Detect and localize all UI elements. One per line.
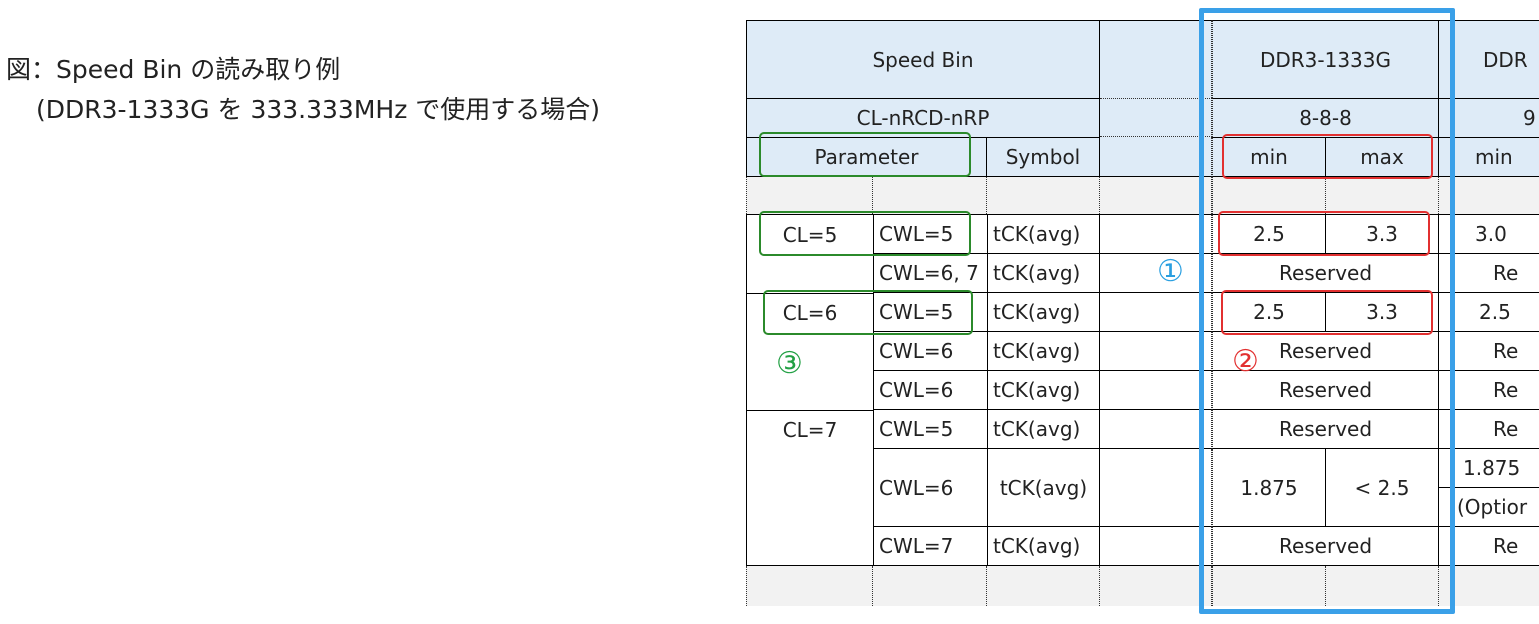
speed-bin-header: Speed Bin <box>746 20 1100 98</box>
min-header: min <box>1212 137 1326 177</box>
next-value-note: (Optior <box>1439 488 1539 527</box>
max-value: < 2.5 <box>1326 449 1439 527</box>
blank-header-cell-2 <box>1100 98 1212 137</box>
symbol-cell: tCK(avg) <box>987 293 1100 332</box>
cwl-cell: CWL=5 <box>873 214 987 254</box>
marker-1: ① <box>1157 254 1184 289</box>
max-value: 3.3 <box>1326 214 1439 254</box>
marker-3: ③ <box>776 346 803 381</box>
reserved-cell: Reserved <box>1212 332 1439 371</box>
min-value: 2.5 <box>1212 293 1326 332</box>
cwl-cell: CWL=5 <box>873 293 987 332</box>
cl-5-label: CL=5 <box>746 214 873 254</box>
ddr3-1333g-timing: 8-8-8 <box>1212 98 1439 137</box>
next-value: Re <box>1439 332 1539 371</box>
next-col-timing: 9 <box>1439 98 1539 137</box>
cl-nrcd-nrp-header: CL-nRCD-nRP <box>746 98 1100 137</box>
cwl-cell: CWL=6, 7 <box>873 254 987 293</box>
cl-7-label: CL=7 <box>746 410 873 449</box>
reserved-cell: Reserved <box>1212 254 1439 293</box>
symbol-cell: tCK(avg) <box>987 332 1100 371</box>
marker-2: ② <box>1232 344 1259 379</box>
next-value: 2.5 <box>1439 293 1539 332</box>
cl-6-label: CL=6 <box>746 293 873 332</box>
symbol-cell: tCK(avg) <box>987 527 1100 566</box>
symbol-cell: tCK(avg) <box>987 449 1100 527</box>
blank-header-cell <box>1100 20 1212 98</box>
parameter-header: Parameter <box>746 137 987 177</box>
cwl-cell: CWL=6 <box>873 332 987 371</box>
symbol-cell: tCK(avg) <box>987 254 1100 293</box>
cwl-cell: CWL=5 <box>873 410 987 449</box>
symbol-header: Symbol <box>987 137 1100 177</box>
next-value: Re <box>1439 527 1539 566</box>
min-value: 1.875 <box>1212 449 1326 527</box>
reserved-cell: Reserved <box>1212 371 1439 410</box>
next-value: Re <box>1439 410 1539 449</box>
symbol-cell: tCK(avg) <box>987 371 1100 410</box>
cwl-cell: CWL=6 <box>873 371 987 410</box>
max-value: 3.3 <box>1326 293 1439 332</box>
speed-bin-table: Speed Bin DDR3-1333G DDR CL-nRCD-nRP 8-8… <box>746 20 1539 606</box>
next-value: 1.875 <box>1439 449 1539 488</box>
symbol-cell: tCK(avg) <box>987 410 1100 449</box>
caption-line-2: (DDR3-1333G を 333.333MHz で使用する場合) <box>36 95 601 124</box>
cwl-cell: CWL=7 <box>873 527 987 566</box>
next-value: Re <box>1439 371 1539 410</box>
next-value: 3.0 <box>1439 214 1539 254</box>
reserved-cell: Reserved <box>1212 527 1439 566</box>
max-header: max <box>1326 137 1439 177</box>
min-value: 2.5 <box>1212 214 1326 254</box>
next-col-header: DDR <box>1439 20 1539 98</box>
ddr3-1333g-header: DDR3-1333G <box>1212 20 1439 98</box>
next-min-header: min <box>1439 137 1539 177</box>
caption-line-1: 図：Speed Bin の読み取り例 <box>6 55 341 84</box>
symbol-cell: tCK(avg) <box>987 214 1100 254</box>
reserved-cell: Reserved <box>1212 410 1439 449</box>
blank-header-cell-3 <box>1100 137 1212 177</box>
cwl-cell: CWL=6 <box>873 449 987 527</box>
next-value: Re <box>1439 254 1539 293</box>
